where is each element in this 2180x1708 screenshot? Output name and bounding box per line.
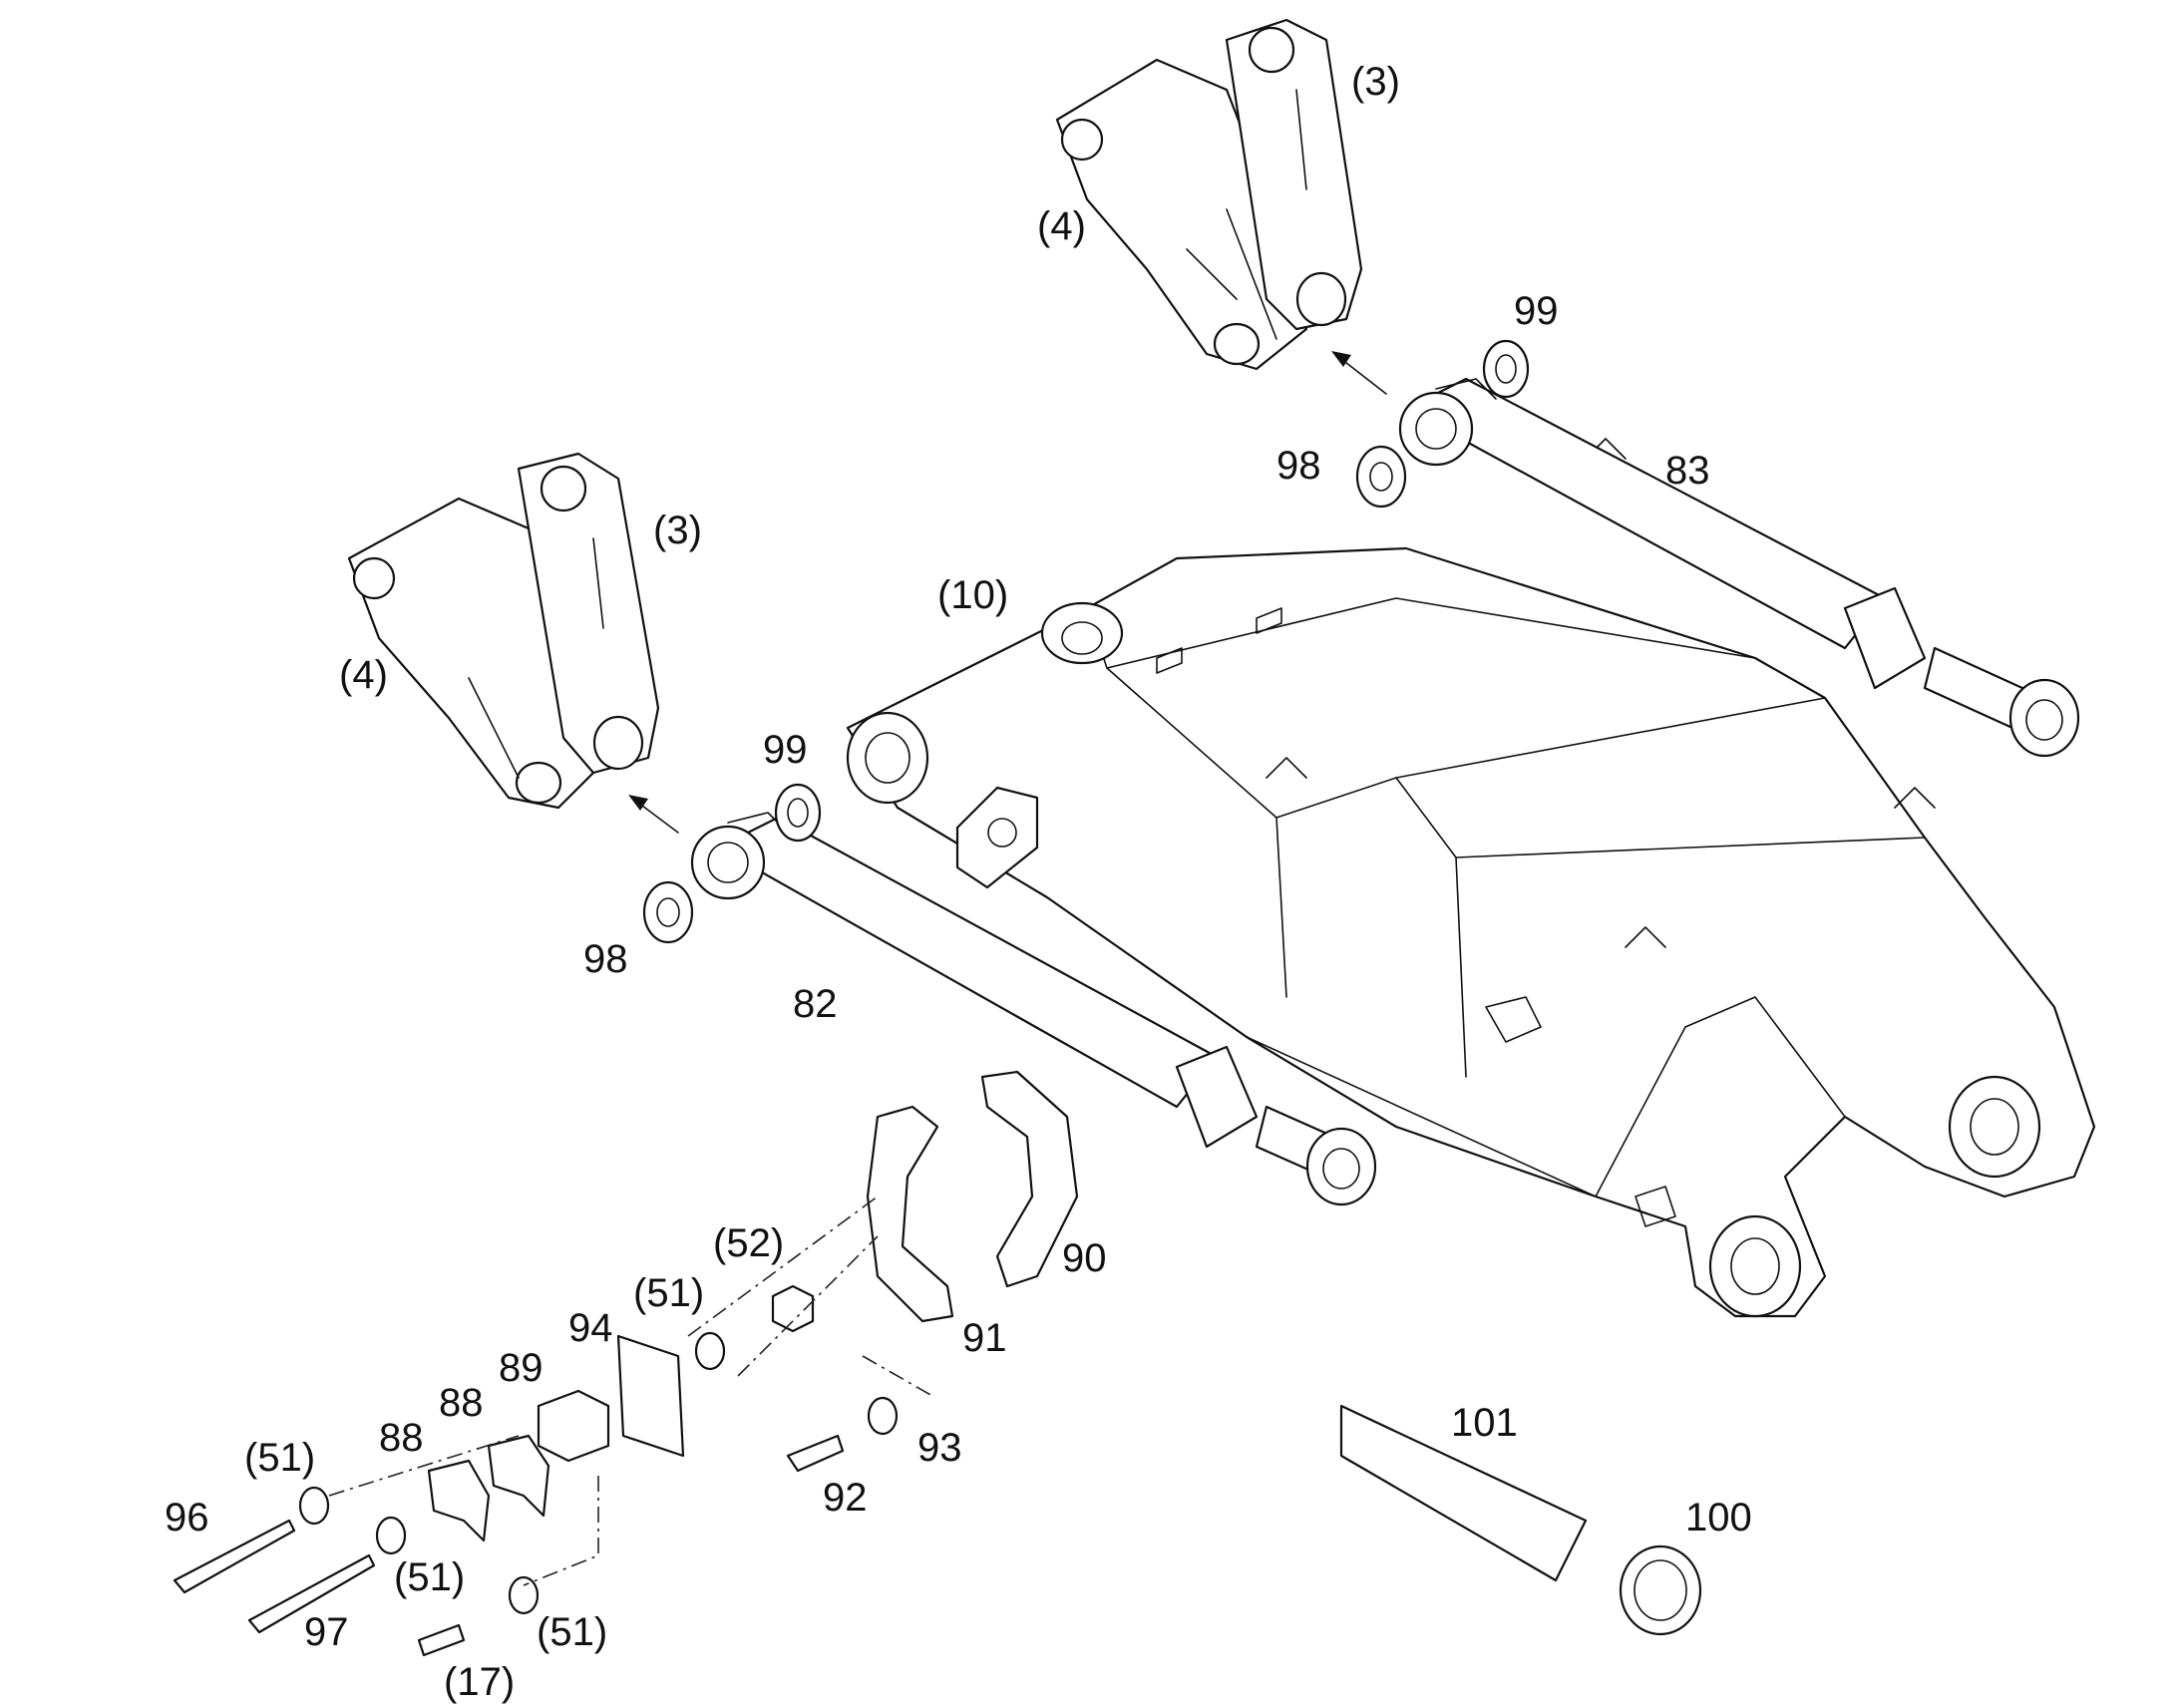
callout-83: 83 [1665, 449, 1710, 493]
plate-94 [616, 1334, 685, 1458]
bracket-88-a [487, 1434, 550, 1518]
callout-51-top: (51) [633, 1271, 704, 1315]
washer-51-bottom [508, 1575, 540, 1615]
boom-frame [846, 438, 2096, 1318]
cylinder-82 [690, 812, 1377, 1206]
callout-90: 90 [1062, 1236, 1107, 1280]
callout-82: 82 [793, 982, 838, 1026]
bracket-88-b [427, 1459, 491, 1542]
callout-101: 101 [1451, 1401, 1518, 1445]
washer-98-upper [1355, 445, 1407, 509]
bolt-97 [247, 1553, 376, 1634]
washer-51-left [298, 1486, 330, 1526]
clamp-half-91 [866, 1105, 954, 1323]
callout-98-lower: 98 [583, 937, 628, 981]
callout-98-upper: 98 [1276, 444, 1321, 488]
callout-4-lower: (4) [339, 653, 388, 697]
washer-98-lower [642, 880, 694, 944]
callout-92: 92 [823, 1476, 868, 1520]
washer-99-upper [1482, 339, 1530, 399]
callout-99-upper: 99 [1514, 289, 1559, 333]
callout-94: 94 [568, 1306, 613, 1350]
lower-linkage-assembly [347, 452, 660, 810]
washer-51-top [694, 1331, 726, 1371]
callout-51-left: (51) [244, 1436, 315, 1480]
guard-101 [1339, 1404, 1588, 1582]
callout-4-upper: (4) [1037, 204, 1086, 248]
callout-89: 89 [499, 1346, 544, 1390]
block-89 [537, 1389, 610, 1463]
callout-51-bottom: (51) [537, 1610, 607, 1654]
bolt-92 [786, 1434, 845, 1473]
nut-52 [771, 1284, 815, 1333]
callout-88-b: 88 [379, 1416, 424, 1460]
callout-100: 100 [1685, 1496, 1752, 1539]
callout-3-upper: (3) [1351, 60, 1400, 104]
callout-51-mid: (51) [394, 1555, 465, 1599]
washer-51-mid [375, 1516, 407, 1555]
callout-99-lower: 99 [763, 728, 808, 772]
hose-clamp-100 [1619, 1544, 1702, 1636]
clamp-half-90 [980, 1070, 1079, 1288]
callout-96: 96 [165, 1496, 209, 1539]
callout-10: (10) [937, 573, 1008, 617]
bolt-17 [417, 1623, 466, 1657]
bolt-96 [173, 1519, 296, 1594]
callout-52: (52) [713, 1221, 784, 1265]
callout-3-lower: (3) [653, 509, 702, 552]
callout-91: 91 [962, 1316, 1007, 1360]
washer-99-lower [774, 783, 822, 843]
cylinder-83 [1398, 377, 2080, 758]
washer-93 [867, 1396, 899, 1436]
callout-88-a: 88 [439, 1381, 484, 1425]
upper-linkage-assembly [1055, 18, 1363, 371]
callout-93: 93 [917, 1426, 962, 1470]
callout-97: 97 [304, 1610, 349, 1654]
callout-17: (17) [444, 1660, 515, 1704]
